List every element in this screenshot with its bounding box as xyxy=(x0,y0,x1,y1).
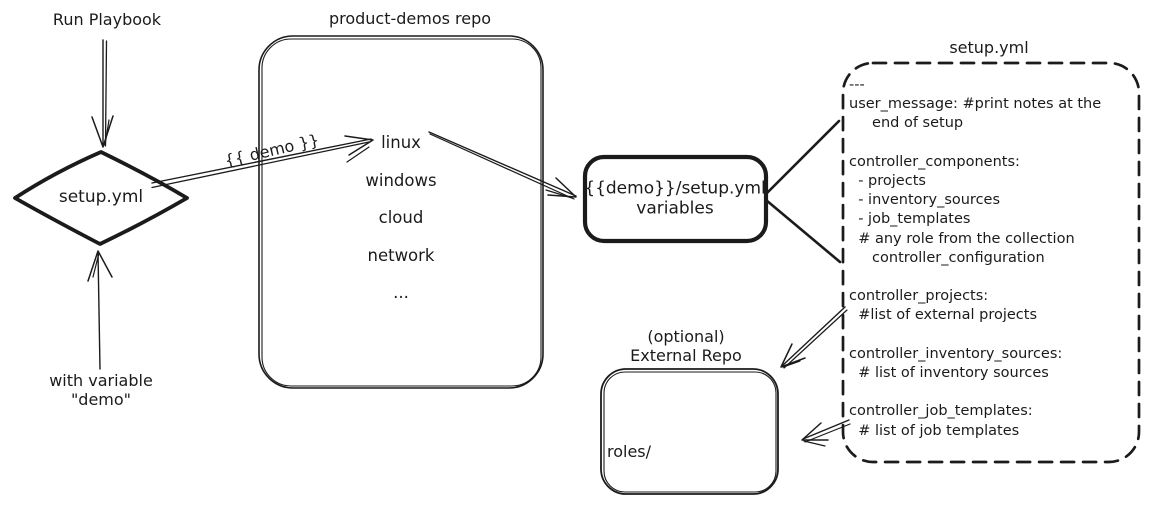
setup-yml-file-content: --- user_message: #print notes at the en… xyxy=(849,77,1102,439)
variables-node-line1: {{demo}}/setup.yml xyxy=(584,178,766,199)
product-demos-repo-items: linux windows cloud network ... xyxy=(259,124,543,312)
with-variable-line1: with variable xyxy=(49,370,153,390)
product-demos-repo-title: product-demos repo xyxy=(328,8,492,28)
repo-item-linux: linux xyxy=(381,133,421,152)
arrow-projects-to-external-repo xyxy=(780,306,848,369)
variables-node-label: {{demo}}/setup.yml variables xyxy=(584,179,766,220)
arrow-with-variable-to-diamond xyxy=(87,250,113,370)
diamond-label: setup.yml xyxy=(58,187,144,208)
arrow-run-playbook-to-diamond xyxy=(91,39,114,148)
setup-yml-file-box-shape xyxy=(841,61,1141,464)
arrow-linux-to-variables xyxy=(428,131,577,200)
external-repo-box-shape xyxy=(600,368,779,495)
arrow-job-templates-to-external-repo xyxy=(801,419,851,447)
run-playbook-label: Run Playbook xyxy=(52,9,162,29)
external-repo-items: roles/ playbooks/ .... xyxy=(607,398,767,505)
with-variable-label: with variable "demo" xyxy=(49,371,153,409)
external-repo-title-line2: External Repo xyxy=(630,346,742,365)
setup-yml-diamond-shape xyxy=(13,150,189,246)
product-demos-repo-box-shape xyxy=(258,35,544,389)
external-repo-title-line1: (optional) xyxy=(647,326,725,346)
variables-node-line2: variables xyxy=(636,199,714,219)
repo-item-network: network xyxy=(367,245,435,265)
with-variable-line2: "demo" xyxy=(70,390,132,409)
repo-item-cloud: cloud xyxy=(378,208,424,227)
setup-yml-file-title: setup.yml xyxy=(949,37,1029,57)
fan-lines-variables-to-setup-yml xyxy=(764,119,842,264)
external-repo-item-roles: roles/ xyxy=(607,442,652,461)
repo-item-windows: windows xyxy=(365,170,437,190)
repo-item-ellipsis: ... xyxy=(393,283,409,302)
arrow-diamond-to-linux xyxy=(151,135,374,189)
external-repo-title: (optional) External Repo xyxy=(630,327,742,365)
